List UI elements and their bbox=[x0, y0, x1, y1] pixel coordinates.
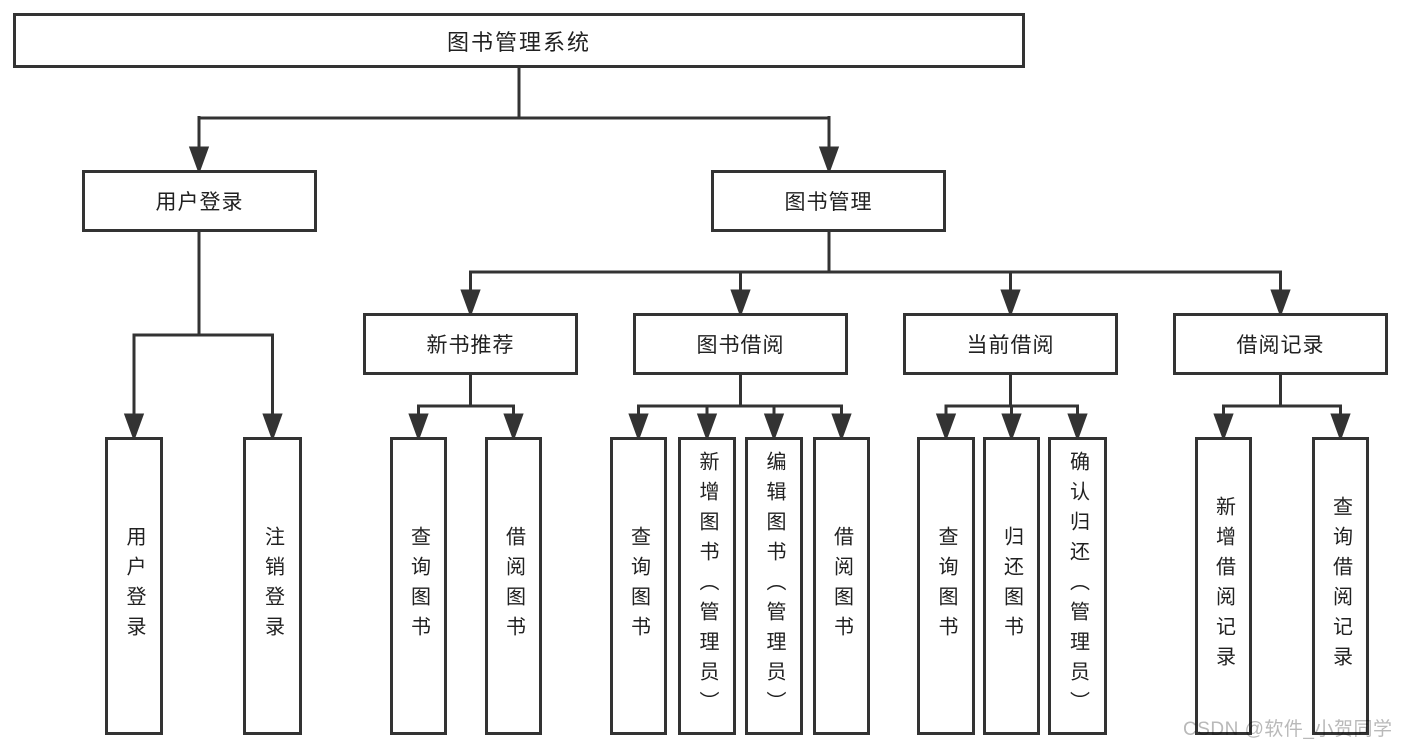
connector-user-login-to-leaves bbox=[123, 229, 283, 442]
arrow-down-icon bbox=[628, 413, 649, 442]
arrow-down-icon bbox=[503, 413, 524, 442]
connector-book-management-to-level3 bbox=[460, 229, 1291, 318]
arrow-down-icon bbox=[188, 146, 210, 175]
node-borrow-record: 借阅记录 bbox=[1173, 313, 1388, 375]
arrow-down-icon bbox=[763, 413, 785, 442]
node-book-management: 图书管理 bbox=[711, 170, 946, 232]
connector-book-borrow-to-leaves bbox=[628, 373, 852, 442]
arrow-down-icon bbox=[1213, 413, 1234, 442]
arrow-down-icon bbox=[123, 413, 145, 442]
node-label: 查询借阅记录 bbox=[1329, 496, 1352, 676]
leaf-add-books-admin: 新增图书（管理员） bbox=[678, 437, 736, 735]
leaf-logout: 注销登录 bbox=[243, 437, 302, 735]
arrow-down-icon bbox=[831, 413, 852, 442]
leaf-borrow-books: 借阅图书 bbox=[813, 437, 870, 735]
arrow-down-icon bbox=[1330, 413, 1351, 442]
node-label: 新增图书（管理员） bbox=[696, 451, 718, 721]
node-label: 借阅图书 bbox=[830, 526, 853, 646]
node-label: 图书管理系统 bbox=[446, 29, 591, 55]
csdn-watermark: CSDN @软件_小贺同学 bbox=[1183, 719, 1393, 740]
node-label: 归还图书 bbox=[1000, 526, 1023, 646]
leaf-user-login: 用户登录 bbox=[105, 437, 163, 735]
node-label: 图书管理 bbox=[784, 191, 873, 214]
node-user-login: 用户登录 bbox=[82, 170, 317, 232]
arrow-down-icon bbox=[818, 146, 840, 175]
arrow-down-icon bbox=[1270, 289, 1291, 318]
leaf-add-borrow-record: 新增借阅记录 bbox=[1195, 437, 1252, 735]
connector-root-to-level2 bbox=[188, 66, 840, 175]
node-label: 确认归还（管理员） bbox=[1066, 451, 1089, 721]
leaf-query-books-current: 查询图书 bbox=[917, 437, 975, 735]
leaf-edit-books-admin: 编辑图书（管理员） bbox=[745, 437, 803, 735]
leaf-borrow-books-recommend: 借阅图书 bbox=[485, 437, 542, 735]
node-label: 用户登录 bbox=[123, 526, 145, 646]
arrow-down-icon bbox=[696, 413, 718, 442]
arrow-down-icon bbox=[730, 289, 751, 318]
connector-current-borrow-to-leaves bbox=[935, 373, 1088, 442]
arrow-down-icon bbox=[460, 289, 481, 318]
connector-borrow-record-to-leaves bbox=[1213, 373, 1351, 442]
arrow-down-icon bbox=[1067, 413, 1088, 442]
node-label: 查询图书 bbox=[407, 526, 430, 646]
connector-new-book-recommend-to-leaves bbox=[408, 373, 524, 442]
leaf-query-borrow-record: 查询借阅记录 bbox=[1312, 437, 1369, 735]
arrow-down-icon bbox=[1000, 289, 1021, 318]
arrow-down-icon bbox=[262, 413, 283, 442]
node-book-borrow: 图书借阅 bbox=[633, 313, 848, 375]
node-label: 新增借阅记录 bbox=[1212, 496, 1235, 676]
arrow-down-icon bbox=[935, 413, 957, 442]
node-root-library-system: 图书管理系统 bbox=[13, 13, 1025, 68]
leaf-return-books: 归还图书 bbox=[983, 437, 1040, 735]
node-current-borrow: 当前借阅 bbox=[903, 313, 1118, 375]
node-label: 借阅图书 bbox=[502, 526, 525, 646]
node-label: 编辑图书（管理员） bbox=[763, 451, 785, 721]
node-label: 新书推荐 bbox=[426, 334, 515, 357]
node-label: 借阅记录 bbox=[1236, 334, 1325, 357]
node-label: 用户登录 bbox=[155, 191, 244, 214]
arrow-down-icon bbox=[1001, 413, 1022, 442]
node-new-book-recommend: 新书推荐 bbox=[363, 313, 578, 375]
node-label: 图书借阅 bbox=[696, 334, 785, 357]
node-label: 查询图书 bbox=[935, 526, 957, 646]
node-label: 注销登录 bbox=[261, 526, 284, 646]
leaf-query-books-borrow: 查询图书 bbox=[610, 437, 667, 735]
node-label: 查询图书 bbox=[627, 526, 650, 646]
arrow-down-icon bbox=[408, 413, 429, 442]
node-label: 当前借阅 bbox=[966, 334, 1055, 357]
leaf-query-books-recommend: 查询图书 bbox=[390, 437, 447, 735]
leaf-confirm-return-admin: 确认归还（管理员） bbox=[1048, 437, 1107, 735]
